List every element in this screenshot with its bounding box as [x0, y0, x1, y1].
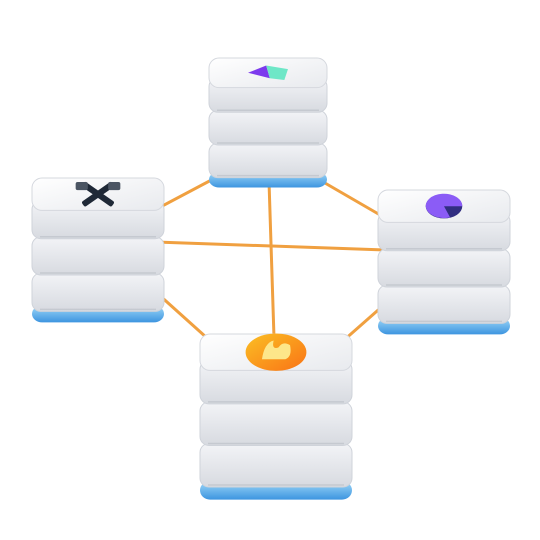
server-slab [31, 272, 165, 312]
server-slab [31, 236, 165, 276]
server-right [377, 189, 511, 335]
server-top [208, 57, 328, 188]
server-slab [377, 248, 511, 288]
server-bottom [199, 333, 353, 500]
pie-chart-icon [425, 193, 463, 219]
server-slab [199, 442, 353, 488]
server-left [31, 177, 165, 323]
servers-layer [31, 57, 511, 500]
server-slab [208, 109, 328, 146]
crossed-hammers-icon [75, 182, 121, 207]
server-slab [208, 142, 328, 179]
server-slab [377, 284, 511, 324]
flame-coin-icon [245, 333, 307, 371]
server-slab [199, 401, 353, 446]
prism-icon [248, 65, 288, 81]
